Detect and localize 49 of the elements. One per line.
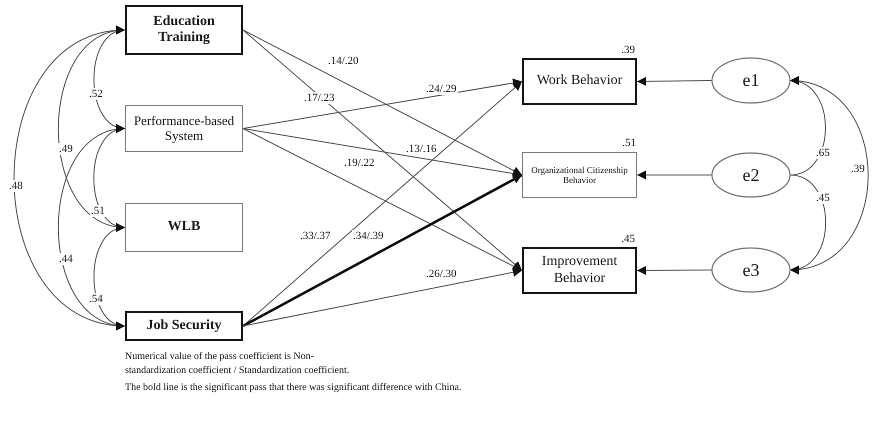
variable-name: Education Training: [152, 14, 216, 46]
coefficient-label: .14/.20: [327, 55, 360, 68]
variable-name: Performance-based System: [132, 114, 236, 144]
variable-name: Job Security: [146, 318, 222, 334]
variable-box: [125, 5, 243, 55]
coefficient-label: .26/.30: [425, 268, 458, 280]
variable-box: [125, 105, 243, 152]
path-arrow: [636, 76, 712, 86]
coefficient-label: .39: [850, 163, 866, 176]
variable-name: e3: [742, 260, 760, 280]
path-arrow: [242, 174, 523, 328]
coefficient-label: .33/.37: [299, 230, 332, 242]
correlation-arrow: [790, 77, 869, 274]
variable-name: Work Behavior: [536, 73, 622, 90]
r-squared-value: .39: [621, 44, 635, 56]
variable-name: Organizational Citizenship Behavior: [530, 164, 629, 186]
variable-name: WLB: [168, 219, 200, 236]
path-arrow: [242, 30, 522, 176]
note-text: The bold line is the significant pass that there was significant difference with China.: [125, 382, 462, 393]
variable-name: Improvement Behavior: [540, 254, 618, 287]
path-arrow: [242, 128, 522, 178]
coefficient-label: .48: [8, 180, 24, 192]
coefficient-label: .54: [88, 293, 104, 306]
variable-box: [125, 203, 243, 252]
correlation-arrow: [14, 27, 126, 329]
path-arrow: [242, 78, 522, 129]
r-squared-value: .51: [622, 137, 636, 149]
coefficient-label: .34/.39: [352, 230, 385, 242]
coefficient-label: .19/.22: [343, 157, 376, 170]
coefficient-label: .24/.29: [425, 83, 458, 96]
coefficient-label: .44: [58, 253, 74, 266]
path-arrow: [242, 30, 522, 271]
coefficient-label: .65: [815, 147, 831, 160]
coefficient-label: .13/.16: [405, 143, 438, 156]
variable-box: [125, 311, 243, 341]
coefficient-label: .52: [88, 88, 104, 100]
path-arrow: [636, 266, 712, 275]
coefficient-label: .17/.23: [303, 92, 336, 104]
note-text: Numerical value of the pass coefficient is Non-standardization coefficient / Standardization coefficient.: [125, 350, 350, 378]
r-squared-value: .45: [621, 233, 635, 245]
coefficient-label: .45: [815, 192, 831, 204]
correlation-arrow: [93, 224, 126, 329]
variable-name: e2: [742, 164, 760, 186]
path-arrow: [242, 268, 522, 326]
path-arrow: [636, 170, 712, 180]
variable-name: e1: [742, 70, 760, 91]
coefficient-label: .51: [90, 205, 106, 218]
path-arrow: [242, 128, 522, 271]
coefficient-label: .49: [58, 143, 74, 156]
